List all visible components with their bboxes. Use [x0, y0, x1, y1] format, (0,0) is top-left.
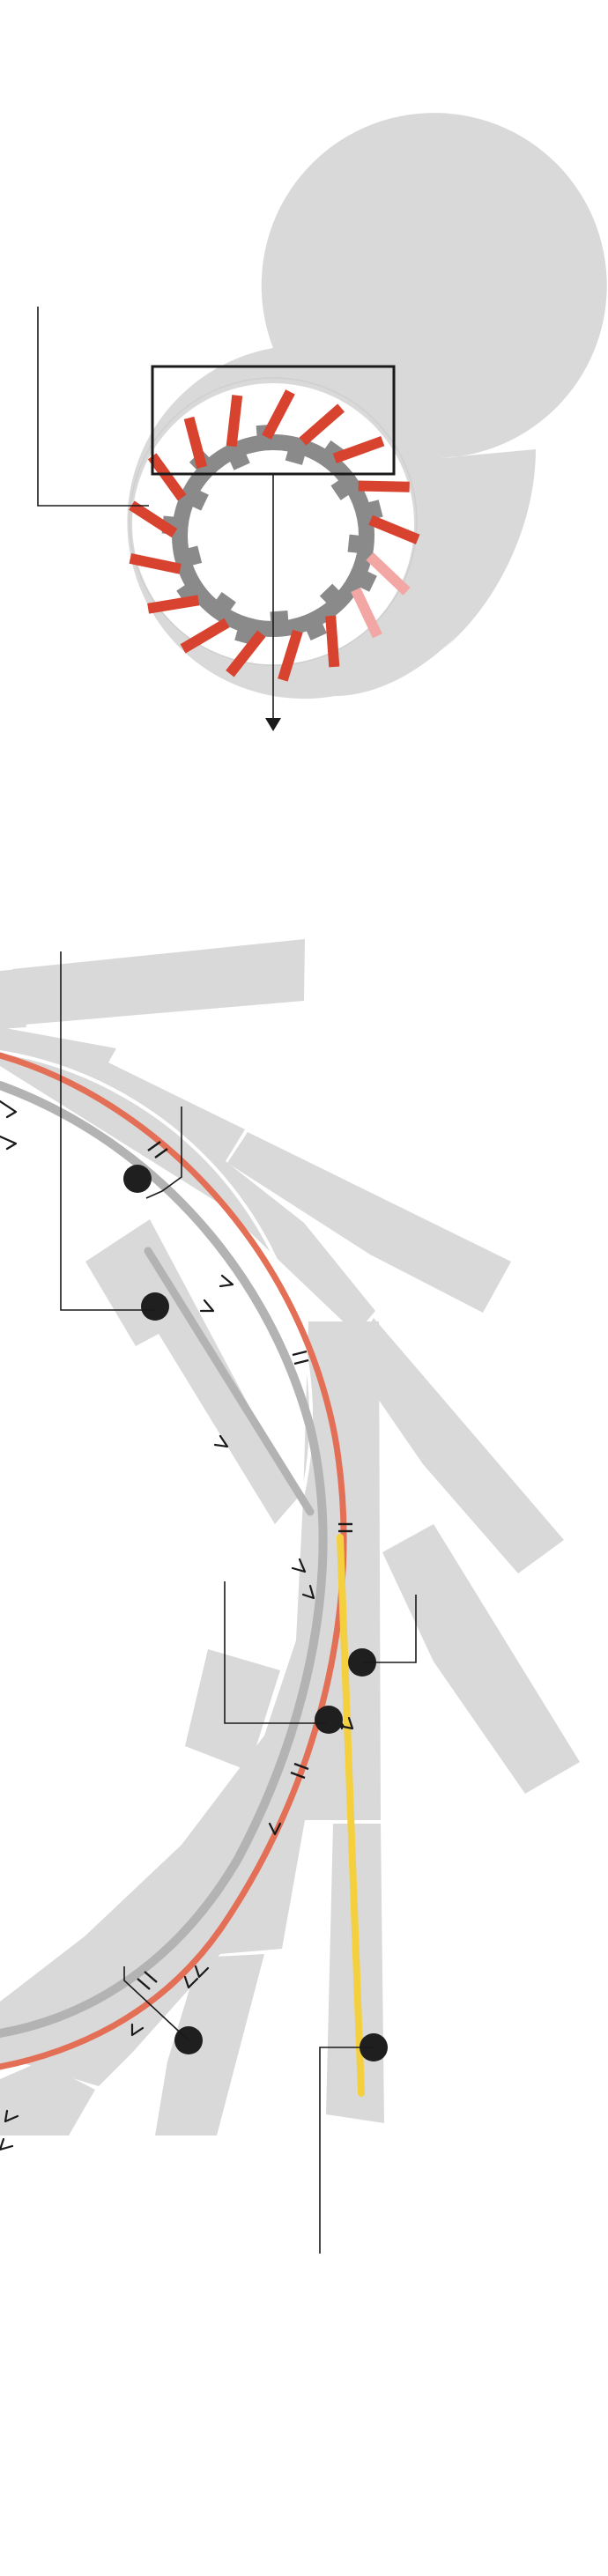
flow-arrow-icon — [213, 1434, 229, 1448]
module-red — [368, 514, 420, 544]
module-set — [129, 389, 420, 682]
building-lower-wing-left — [0, 2062, 95, 2136]
module-red — [262, 389, 295, 440]
leader-line-linac — [319, 2047, 374, 2254]
station-dot-upper-ring — [123, 1165, 152, 1193]
magnet-tooth — [191, 490, 209, 511]
leader-line-lower-ring — [123, 1966, 189, 2041]
magnet-tooth — [330, 479, 350, 500]
module-red — [180, 618, 230, 654]
beam-tick — [292, 1350, 308, 1357]
magnet-tooth — [347, 534, 360, 553]
leader-line-junction — [363, 1595, 417, 1663]
beam-tick — [293, 1762, 309, 1771]
cross-section-outer-shell — [127, 113, 607, 700]
building-inner-block-upper — [85, 1219, 298, 1524]
beam-tick — [293, 1358, 309, 1366]
module-red — [183, 416, 207, 469]
magnet-tooth — [229, 453, 250, 470]
module-red — [278, 629, 303, 682]
building-ring-segment-upper — [0, 1027, 375, 1334]
flow-arrow-icon — [0, 1099, 18, 1119]
ring-inner-track — [0, 1081, 328, 2038]
module-pink — [366, 552, 411, 596]
cross-section-view — [37, 113, 607, 731]
flow-arrow-icon — [0, 2137, 14, 2151]
module-red — [129, 500, 178, 538]
beam-tick — [290, 1771, 306, 1780]
magnet-tooth — [215, 591, 236, 611]
flow-arrow-icon — [4, 2109, 19, 2123]
cross-section-leader-line — [37, 307, 149, 507]
beam-tick — [154, 1148, 168, 1158]
building-ring-segment-lower — [0, 1321, 381, 2086]
injection-line — [144, 1247, 315, 1516]
magnet-tooth — [306, 623, 327, 640]
flow-arrow-icon — [219, 1274, 234, 1288]
transfer-line — [337, 1534, 365, 2097]
module-red — [147, 595, 200, 614]
building-top-hall — [12, 939, 305, 1025]
ring-plan-view — [0, 939, 580, 2254]
module-red — [226, 395, 243, 448]
flow-arrow-icon — [183, 1975, 199, 1989]
magnet-tooth — [368, 500, 383, 520]
flow-arrow-icon — [194, 1965, 210, 1979]
zoom-pointer-icon — [265, 718, 281, 731]
beam-tick — [137, 1978, 151, 1990]
module-red — [129, 553, 182, 574]
flow-arrow-icon — [130, 2023, 145, 2037]
module-red — [358, 480, 410, 492]
leader-line-upper-ring — [145, 1107, 182, 1199]
module-red — [299, 403, 345, 446]
module-red — [332, 435, 385, 464]
building-blocks — [0, 939, 580, 2136]
building-lower-wing-right — [155, 1954, 264, 2136]
beam-tick — [144, 1971, 158, 1983]
station-dot-injection — [141, 1292, 169, 1321]
flow-arrow-icon — [291, 1558, 307, 1573]
building-left-strip — [0, 969, 26, 1029]
flow-arrow-icon — [199, 1299, 215, 1313]
leader-line-inner-ring — [224, 1581, 326, 1724]
magnet-tooth — [285, 449, 306, 465]
building-wing-mid-right — [349, 1318, 564, 1573]
beam-ticks — [137, 1141, 352, 1990]
magnet-tooth — [319, 583, 340, 604]
leader-lines — [60, 951, 417, 2254]
flow-arrow-icon — [268, 1822, 282, 1836]
building-wing-lower-right — [382, 1524, 580, 1794]
flow-arrow-icon — [0, 1135, 18, 1151]
magnet-tooth — [187, 545, 203, 566]
building-inner-block-lower — [185, 1649, 280, 1771]
magnet-tooth — [360, 571, 377, 592]
module-red — [226, 630, 266, 677]
station-dot-inner-ring — [315, 1706, 343, 1734]
flow-arrow-icon — [301, 1584, 315, 1600]
flow-arrows — [0, 1099, 354, 2151]
building-wing-upper-right — [227, 1132, 511, 1313]
magnet-tooth — [270, 611, 289, 623]
leader-line-injection — [60, 951, 155, 1311]
module-pink — [351, 587, 382, 639]
flow-arrow-icon — [342, 1716, 354, 1730]
module-red — [147, 453, 187, 501]
station-dot-junction — [348, 1648, 376, 1677]
beam-tick — [147, 1141, 161, 1151]
module-red — [325, 615, 340, 668]
